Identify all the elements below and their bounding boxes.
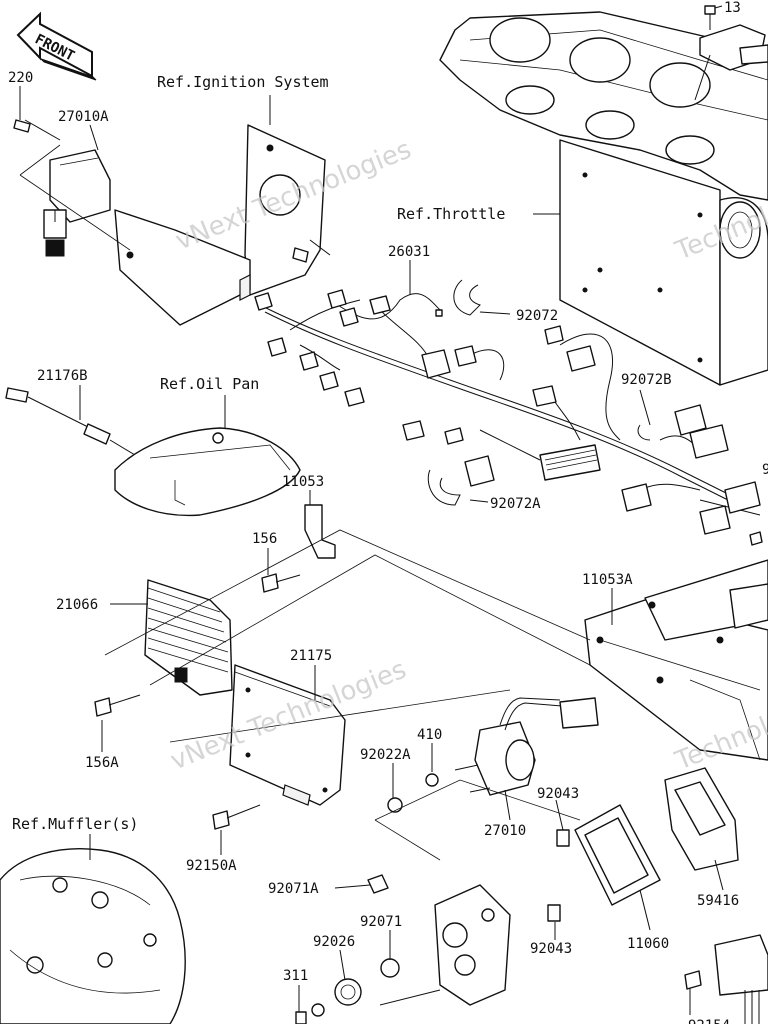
bracket-11053-illustration bbox=[261, 504, 336, 593]
module-27010a-illustration bbox=[13, 119, 111, 257]
part-label-11060[interactable]: 11060 bbox=[627, 936, 669, 952]
part-label-26031[interactable]: 26031 bbox=[388, 244, 430, 260]
ref-ignition-label: Ref.Ignition System bbox=[157, 73, 329, 91]
cover-parts-illustration bbox=[547, 767, 768, 1024]
module-21175-illustration bbox=[212, 664, 346, 830]
part-label-92154[interactable]: 92154 bbox=[688, 1018, 730, 1024]
part-label-220[interactable]: 220 bbox=[8, 70, 33, 86]
leader-lines bbox=[19, 5, 724, 1015]
part-label-27010a[interactable]: 27010A bbox=[58, 109, 109, 125]
part-label-21175[interactable]: 21175 bbox=[290, 648, 332, 664]
part-label-92022a[interactable]: 92022A bbox=[360, 747, 411, 763]
part-label-21066[interactable]: 21066 bbox=[56, 597, 98, 613]
ref-muffler-label: Ref.Muffler(s) bbox=[12, 815, 138, 833]
ignition-bracket-illustration bbox=[114, 124, 331, 326]
starter-relay-27010-illustration bbox=[387, 697, 599, 813]
part-label-410[interactable]: 410 bbox=[417, 727, 442, 743]
part-number-labels: 13 220 27010A 26031 92072 92072B 92072A … bbox=[8, 0, 768, 1024]
throttle-sensor-illustration bbox=[694, 5, 768, 101]
reference-outline-lines bbox=[19, 144, 591, 861]
part-label-156a[interactable]: 156A bbox=[85, 755, 119, 771]
regulator-21066-illustration bbox=[94, 579, 233, 717]
part-label-11053a[interactable]: 11053A bbox=[582, 572, 633, 588]
reference-labels: Ref.Ignition System Ref.Throttle Ref.Oil… bbox=[12, 73, 505, 833]
part-label-92150a[interactable]: 92150A bbox=[186, 858, 237, 874]
ref-throttle-label: Ref.Throttle bbox=[397, 205, 505, 223]
part-label-11053[interactable]: 11053 bbox=[282, 474, 324, 490]
part-label-92072a[interactable]: 92072A bbox=[490, 496, 541, 512]
throttle-body-illustration bbox=[439, 11, 768, 386]
part-label-9[interactable]: 9 bbox=[762, 462, 768, 478]
part-label-13[interactable]: 13 bbox=[724, 0, 741, 16]
part-label-27010[interactable]: 27010 bbox=[484, 823, 526, 839]
part-label-59416[interactable]: 59416 bbox=[697, 893, 739, 909]
part-label-92071[interactable]: 92071 bbox=[360, 914, 402, 930]
part-label-92043[interactable]: 92043 bbox=[537, 786, 579, 802]
oil-pan-illustration bbox=[114, 427, 301, 517]
wiring-harness-26031-illustration bbox=[254, 279, 763, 546]
part-label-156[interactable]: 156 bbox=[252, 531, 277, 547]
ref-oil-pan-label: Ref.Oil Pan bbox=[160, 375, 259, 393]
part-label-92072[interactable]: 92072 bbox=[516, 308, 558, 324]
part-label-92043[interactable]: 92043 bbox=[530, 941, 572, 957]
sensor-21176b-illustration bbox=[5, 387, 141, 459]
part-label-92026[interactable]: 92026 bbox=[313, 934, 355, 950]
part-label-92071a[interactable]: 92071A bbox=[268, 881, 319, 897]
part-label-21176b[interactable]: 21176B bbox=[37, 368, 88, 384]
part-label-92072b[interactable]: 92072B bbox=[621, 372, 672, 388]
part-label-311[interactable]: 311 bbox=[283, 968, 308, 984]
muffler-illustration bbox=[0, 848, 186, 1024]
